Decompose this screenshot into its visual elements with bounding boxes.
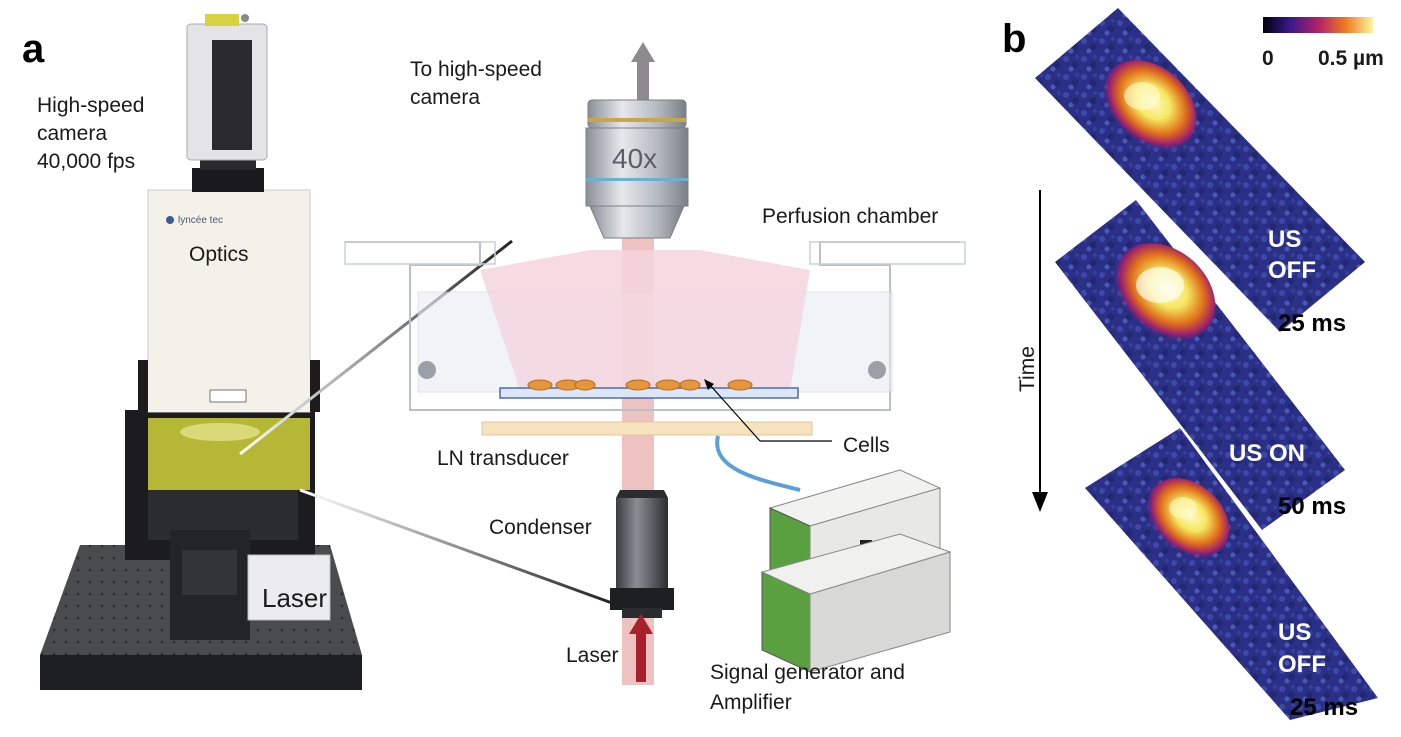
panel-b-letter: b [1002, 17, 1026, 61]
signal-label-line2: Amplifier [710, 691, 792, 714]
camera-label-line3: 40,000 fps [37, 150, 135, 173]
objective-label: 40x [612, 143, 657, 174]
to-camera-line1: To high-speed [410, 58, 542, 81]
frame2-state: US ON [1229, 440, 1305, 467]
to-camera-line2: camera [410, 86, 480, 109]
frame3-state-line1: US [1278, 619, 1311, 646]
panel-a-letter: a [22, 27, 45, 71]
frame1-state-line2: OFF [1268, 257, 1316, 284]
brand-label: lyncée tec [178, 215, 223, 226]
colorbar-min: 0 [1262, 47, 1274, 70]
height-map-frame-1 [1035, 8, 1365, 332]
laser-label: Laser [566, 644, 619, 667]
time-label: Time [1016, 346, 1039, 392]
schematic: 40x [344, 42, 966, 685]
condenser-label: Condenser [489, 516, 592, 539]
height-map-frame-3 [1085, 428, 1378, 720]
camera-label-line1: High-speed [37, 94, 144, 117]
ln-transducer-label: LN transducer [437, 447, 569, 470]
colorbar [1263, 17, 1373, 33]
optics-label: Optics [189, 243, 249, 266]
frame1-time: 25 ms [1278, 310, 1346, 337]
frame2-time: 50 ms [1278, 493, 1346, 520]
frame3-time: 25 ms [1290, 694, 1358, 721]
cells-label: Cells [843, 434, 890, 457]
laser-box-label: Laser [262, 583, 327, 613]
perfusion-label: Perfusion chamber [762, 205, 938, 228]
height-map-frame-2 [1055, 200, 1345, 530]
brand-logo-icon [166, 216, 174, 224]
frame3-state-line2: OFF [1278, 651, 1326, 678]
camera-label-line2: camera [37, 122, 107, 145]
signal-label-line1: Signal generator and [710, 661, 905, 684]
frame1-state-line1: US [1268, 226, 1301, 253]
instrument-photo: Laser lyncée tec Optics [40, 14, 613, 690]
colorbar-max: 0.5 µm [1318, 47, 1384, 70]
